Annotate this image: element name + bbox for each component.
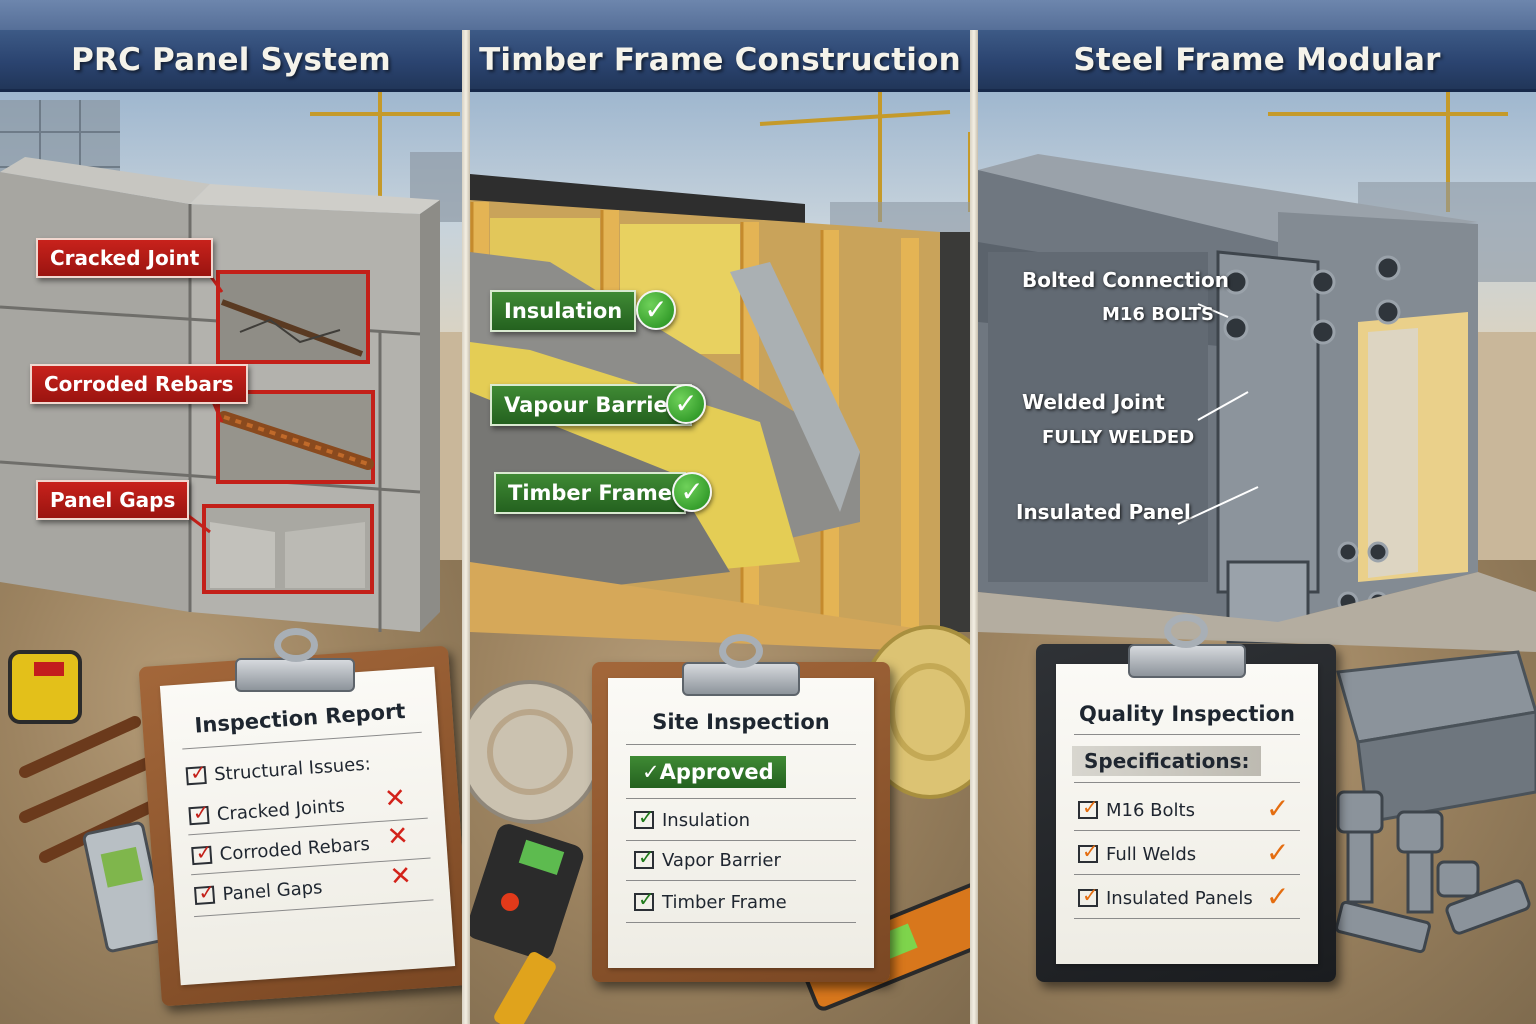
panel-prc: Cracked Joint Corroded Rebars Panel Gaps… — [0, 0, 462, 1024]
clipboard-ring — [274, 628, 318, 662]
check-icon: ✓ — [666, 384, 706, 424]
spec-item-insulated-panels: ✓Insulated Panels — [1078, 883, 1253, 909]
clipboard-ring — [1164, 614, 1208, 648]
report-item-timber-frame: ✓Timber Frame — [634, 887, 787, 913]
spec-item-m16-bolts: ✓M16 Bolts — [1078, 795, 1195, 821]
report-heading: ✓Structural Issues: — [185, 753, 371, 787]
clipboard-clasp — [1128, 644, 1246, 678]
callout-panel-gaps: Panel Gaps — [36, 480, 190, 520]
callout-cracked-joint: Cracked Joint — [36, 238, 214, 278]
panel-timber: Insulation ✓ Vapour Barrier ✓ Timber Fra… — [470, 0, 970, 1024]
fail-mark-icon: ✕ — [388, 860, 413, 893]
fail-mark-icon: ✕ — [383, 783, 408, 815]
panel-banner: Timber Frame Construction — [470, 30, 970, 92]
panel-title: PRC Panel System — [71, 41, 391, 78]
prc-scene — [0, 92, 462, 953]
clipboard-ring — [719, 634, 763, 668]
site-inspection-clipboard: Site Inspection ✓Approved ✓Insulation ✓V… — [592, 634, 902, 986]
report-item-cracked-joints: ✓Cracked Joints — [188, 795, 345, 827]
panel-title: Steel Frame Modular — [1073, 41, 1441, 78]
panel-divider — [462, 30, 470, 1024]
callout-corroded-rebars: Corroded Rebars — [30, 364, 248, 404]
callout-insulation: Insulation — [490, 290, 637, 332]
label-bolted-connection: Bolted Connection — [1022, 268, 1229, 292]
panel-title: Timber Frame Construction — [479, 41, 961, 78]
callout-vapour-barrier: Vapour Barrier — [490, 384, 693, 426]
check-icon: ✓ — [1266, 792, 1290, 825]
callout-timber-frame: Timber Frame — [494, 472, 687, 514]
report-title: Quality Inspection — [1078, 702, 1295, 726]
steel-scene — [978, 92, 1536, 954]
spec-heading: Specifications: — [1072, 746, 1262, 776]
top-strip — [0, 0, 1536, 30]
panel-banner: PRC Panel System — [0, 30, 462, 92]
inspection-report-clipboard: Inspection Report ✓Structural Issues: ✓C… — [138, 628, 462, 1007]
panel-divider — [970, 30, 978, 1024]
spec-item-full-welds: ✓Full Welds — [1078, 839, 1196, 865]
check-icon: ✓ — [672, 472, 712, 512]
report-item-vapor-barrier: ✓Vapor Barrier — [634, 845, 781, 871]
report-item-corroded-rebars: ✓Corroded Rebars — [191, 834, 370, 867]
check-icon: ✓ — [636, 290, 676, 330]
label-welded-joint: Welded Joint — [1022, 390, 1165, 414]
label-fully-welded: FULLY WELDED — [1042, 427, 1195, 448]
panel-banner: Steel Frame Modular — [978, 30, 1536, 92]
report-item-insulation: ✓Insulation — [634, 805, 750, 831]
panel-steel: Bolted Connection M16 BOLTS Welded Joint… — [978, 0, 1536, 1024]
check-icon: ✓ — [1266, 836, 1290, 869]
check-icon: ✓ — [1266, 880, 1290, 913]
fail-mark-icon: ✕ — [385, 820, 410, 853]
check-icon: ✓ — [642, 760, 660, 784]
label-insulated-panel: Insulated Panel — [1016, 500, 1191, 524]
report-item-panel-gaps: ✓Panel Gaps — [193, 877, 323, 907]
quality-inspection-clipboard: Quality Inspection Specifications: ✓M16 … — [1036, 606, 1346, 984]
report-title: Site Inspection — [652, 710, 830, 734]
label-m16-bolts: M16 BOLTS — [1102, 304, 1214, 325]
approved-badge: ✓Approved — [630, 756, 786, 788]
clipboard-clasp — [235, 658, 355, 692]
